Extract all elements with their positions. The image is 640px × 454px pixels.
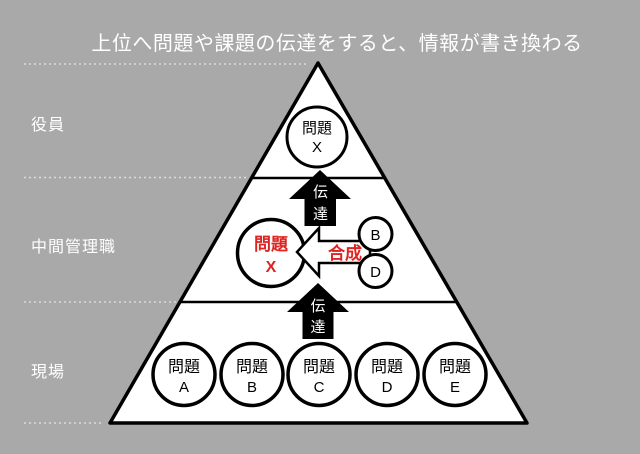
lower-arrow-label-char2: 達 xyxy=(310,319,325,336)
level-label-middle-management: 中間管理職 xyxy=(31,239,117,256)
upper-arrow-label-char1: 伝 xyxy=(313,184,328,201)
level-label-executives: 役員 xyxy=(31,117,66,134)
bottom-circle-e-line1: 問題 xyxy=(439,359,471,376)
top-problem-x-circle xyxy=(285,105,349,169)
source-circle-b xyxy=(357,216,394,252)
bottom-circle-a-line2: A xyxy=(179,379,189,396)
bottom-problem-circle-a xyxy=(151,341,217,408)
bottom-problem-circle-c xyxy=(286,341,352,408)
diagram-title: 上位へ問題や課題の伝達をすると、情報が書き換わる xyxy=(91,33,583,55)
top-circle-text-line2: X xyxy=(312,139,322,156)
bottom-problem-circle-e xyxy=(422,341,488,408)
bottom-circle-b-line2: B xyxy=(247,379,257,396)
bottom-circle-a-line1: 問題 xyxy=(168,359,200,376)
source-circle-d-label: D xyxy=(370,264,381,281)
lower-arrow-label-char1: 伝 xyxy=(310,298,325,315)
bottom-circle-e-line2: E xyxy=(450,379,460,396)
bottom-problem-circle-d xyxy=(354,341,420,408)
bottom-circle-c-line2: C xyxy=(314,379,325,396)
synthesis-left-arrow xyxy=(295,224,372,280)
top-circle-text-line1: 問題 xyxy=(302,120,332,137)
level-label-field: 現場 xyxy=(31,364,66,381)
middle-circle-text-line2: X xyxy=(266,259,277,276)
bottom-circle-b-line1: 問題 xyxy=(236,359,268,376)
bottom-problem-circle-b xyxy=(219,341,285,408)
upward-transmission-arrow-upper xyxy=(289,170,351,226)
middle-circle-text-line1: 問題 xyxy=(254,235,289,254)
bottom-circle-c-line1: 問題 xyxy=(303,359,335,376)
source-circle-d xyxy=(357,253,394,289)
upper-arrow-label-char2: 達 xyxy=(313,206,328,223)
synthesis-arrow-label: 合成 xyxy=(328,243,362,263)
bottom-circle-d-line2: D xyxy=(382,379,393,396)
source-circle-b-label: B xyxy=(370,227,380,244)
upward-transmission-arrow-lower xyxy=(287,283,349,339)
bottom-circle-d-line1: 問題 xyxy=(371,359,403,376)
